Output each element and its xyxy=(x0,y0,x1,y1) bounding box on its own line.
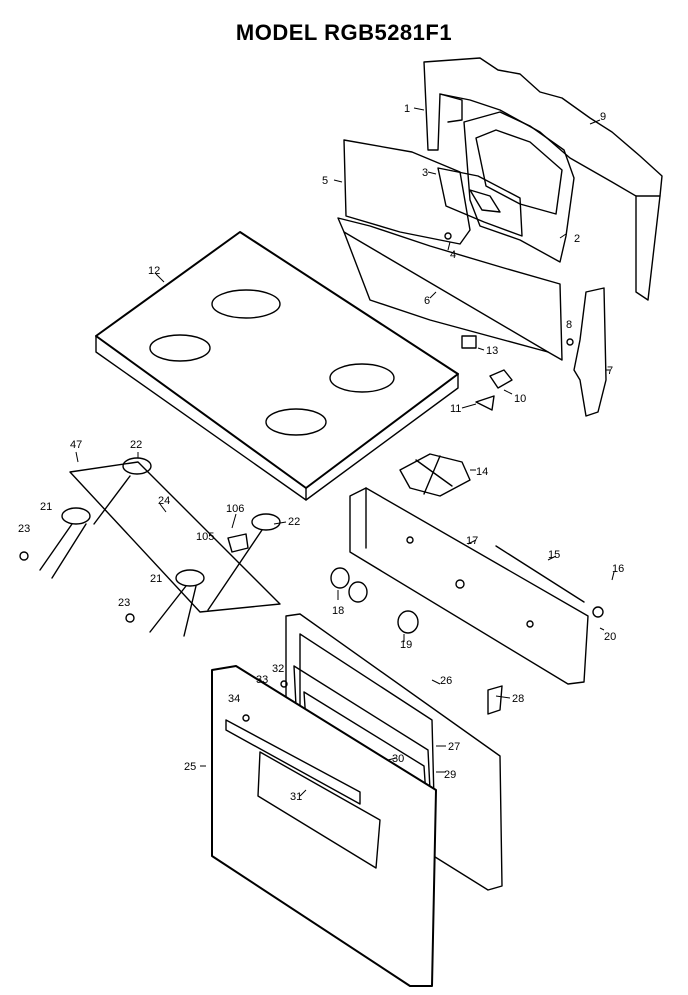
callout-26: 26 xyxy=(440,675,452,687)
callout-22a: 22 xyxy=(130,439,142,451)
control-manifold xyxy=(349,487,604,685)
callout-30: 30 xyxy=(392,753,404,765)
callout-labels: 1 2 3 4 5 6 7 8 9 10 11 12 13 14 15 16 1… xyxy=(18,103,624,803)
burner-assembly xyxy=(19,457,281,637)
callout-23b: 23 xyxy=(118,597,130,609)
clock-module xyxy=(437,167,523,240)
callout-12: 12 xyxy=(148,265,160,277)
knobs xyxy=(330,567,419,634)
panel-5 xyxy=(343,139,471,245)
callout-9: 9 xyxy=(600,111,606,123)
callout-20: 20 xyxy=(604,631,616,643)
callout-25: 25 xyxy=(184,761,196,773)
callout-18: 18 xyxy=(332,605,344,617)
cooktop xyxy=(95,231,459,501)
callout-27: 27 xyxy=(448,741,460,753)
callout-22b: 22 xyxy=(288,516,300,528)
control-panel-frame xyxy=(463,111,575,263)
callout-29: 29 xyxy=(444,769,456,781)
callout-106: 106 xyxy=(226,503,244,515)
callout-13: 13 xyxy=(486,345,498,357)
callout-6: 6 xyxy=(424,295,430,307)
callout-21a: 21 xyxy=(40,501,52,513)
callout-24: 24 xyxy=(158,495,170,507)
callout-33: 33 xyxy=(256,674,268,686)
callout-11: 11 xyxy=(450,403,461,415)
callout-32: 32 xyxy=(272,663,284,675)
callout-105: 105 xyxy=(196,531,214,543)
callout-23a: 23 xyxy=(18,523,30,535)
callout-15: 15 xyxy=(548,549,560,561)
callout-21b: 21 xyxy=(150,573,162,585)
callout-14: 14 xyxy=(476,466,488,478)
callout-4: 4 xyxy=(450,249,456,261)
callout-2: 2 xyxy=(574,233,580,245)
leader-lines xyxy=(75,107,615,797)
callout-16: 16 xyxy=(612,563,624,575)
model-title: MODEL RGB5281F1 xyxy=(235,20,453,45)
oven-door xyxy=(211,665,437,987)
callout-34: 34 xyxy=(228,693,240,705)
backsplash-panel xyxy=(423,57,663,301)
callout-31: 31 xyxy=(290,791,302,803)
callout-10: 10 xyxy=(514,393,526,405)
callout-17: 17 xyxy=(466,535,478,547)
glass-panel xyxy=(337,217,563,361)
callout-19: 19 xyxy=(400,639,412,651)
callout-1: 1 xyxy=(404,103,410,115)
callout-8: 8 xyxy=(566,319,572,331)
side-bracket xyxy=(566,287,607,417)
callout-3: 3 xyxy=(422,167,428,179)
callout-7: 7 xyxy=(607,365,613,377)
callout-47: 47 xyxy=(70,439,82,451)
callout-28: 28 xyxy=(512,693,524,705)
small-parts xyxy=(399,335,513,497)
callout-5: 5 xyxy=(322,175,328,187)
